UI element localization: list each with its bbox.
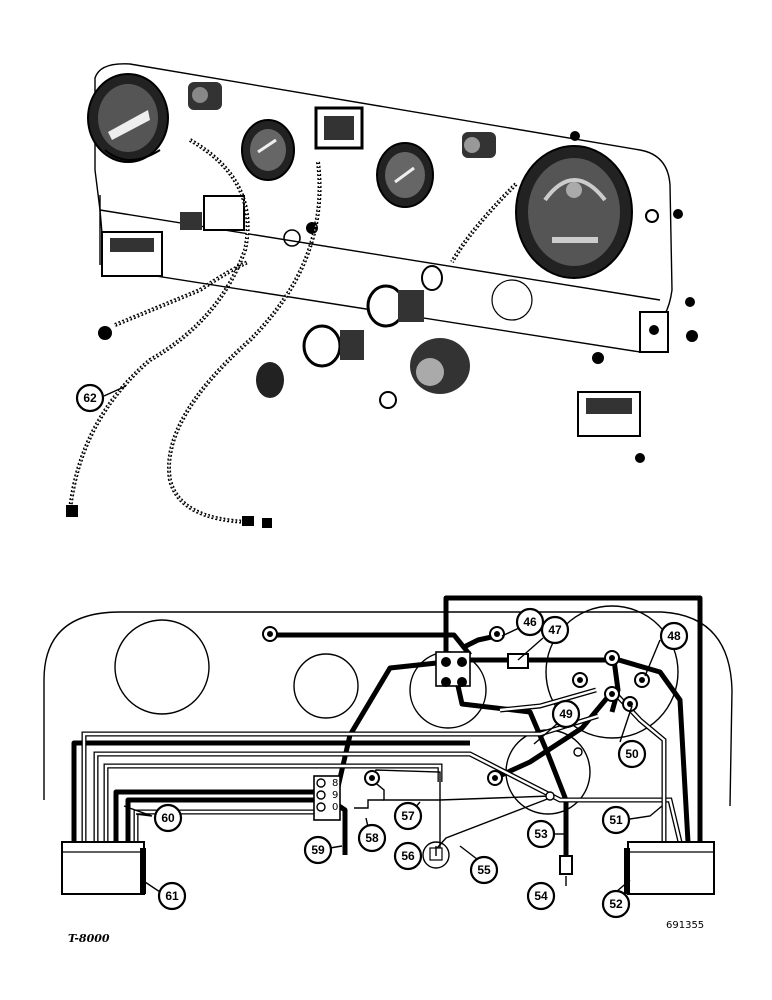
model-code: T-8000	[68, 932, 110, 945]
dashed-cables	[66, 138, 518, 528]
callout-label: 52	[609, 897, 623, 911]
callout-55: 55	[469, 855, 499, 885]
terminal-strip-left: 8 9 0	[313, 775, 341, 821]
sender-56	[422, 841, 450, 869]
callout-label: 58	[365, 831, 379, 845]
callout-51: 51	[601, 805, 631, 835]
terminal-block-upper-right	[577, 391, 641, 437]
callout-56: 56	[393, 841, 423, 871]
callout-label: 46	[523, 615, 537, 629]
exploded-instrument-panel	[66, 63, 698, 528]
callout-60: 60	[153, 803, 183, 833]
wire-59-upper	[332, 659, 447, 801]
callout-label: 48	[667, 629, 681, 643]
callout-61: 61	[157, 881, 187, 911]
callout-label: 62	[83, 391, 97, 405]
callout-label: 55	[477, 863, 491, 877]
temperature-gauge	[376, 142, 434, 208]
callout-label: 59	[311, 843, 325, 857]
callout-48: 48	[659, 621, 689, 651]
callout-54: 54	[526, 881, 556, 911]
callout-label: 50	[625, 747, 639, 761]
callout-46: 46	[515, 607, 545, 637]
gauge-opening-cluster	[545, 605, 679, 739]
callout-label: 60	[161, 811, 175, 825]
gauge-opening-middle	[293, 653, 359, 719]
harness-black-1	[71, 740, 470, 842]
callout-57: 57	[393, 801, 423, 831]
callout-label: 51	[609, 813, 623, 827]
wiring-panel-outline	[43, 611, 733, 807]
callout-label: 49	[559, 707, 573, 721]
terminal-mark-top: 8	[332, 778, 338, 789]
wire-48	[611, 655, 691, 843]
cluster-gauge	[515, 145, 633, 279]
wire-49	[493, 690, 614, 781]
switch-small-icon	[188, 82, 222, 110]
callout-58: 58	[357, 823, 387, 853]
callout-label: 61	[165, 889, 179, 903]
terminal-block-upper-left	[101, 231, 163, 277]
terminal-pads	[262, 626, 650, 875]
wire-top-loop	[443, 595, 703, 842]
callout-49: 49	[551, 699, 581, 729]
oil-pressure-gauge	[241, 119, 295, 181]
terminal-mark-bot: 0	[332, 802, 338, 813]
pilot-light-icon	[462, 132, 496, 158]
lighter-parts	[256, 265, 443, 398]
relay-icon	[180, 195, 245, 231]
gauge-opening-left	[114, 619, 210, 715]
callout-50: 50	[617, 739, 647, 769]
callout-47: 47	[540, 615, 570, 645]
harness-black-2	[113, 789, 318, 842]
bracket-icon	[639, 311, 669, 353]
harness-gray-3	[103, 763, 443, 842]
connector-block-right	[624, 841, 715, 895]
callout-62: 62	[75, 383, 105, 413]
callout-59: 59	[303, 835, 333, 865]
callout-label: 47	[548, 623, 562, 637]
harness-black-3	[125, 797, 318, 842]
callout-53: 53	[526, 819, 556, 849]
callout-label: 54	[534, 889, 548, 903]
connector-block-left	[61, 841, 146, 895]
callout-52: 52	[601, 889, 631, 919]
ignition-switch-icon	[379, 279, 533, 409]
leader-lines	[103, 385, 663, 893]
terminal-mark-mid: 9	[332, 790, 338, 801]
indicator-box	[314, 106, 364, 150]
drawing-number: 691355	[666, 920, 704, 931]
callout-label: 57	[401, 809, 415, 823]
callout-label: 53	[534, 827, 548, 841]
wire-58	[354, 799, 384, 809]
speedometer-gauge	[87, 73, 169, 163]
callout-label: 56	[401, 849, 415, 863]
